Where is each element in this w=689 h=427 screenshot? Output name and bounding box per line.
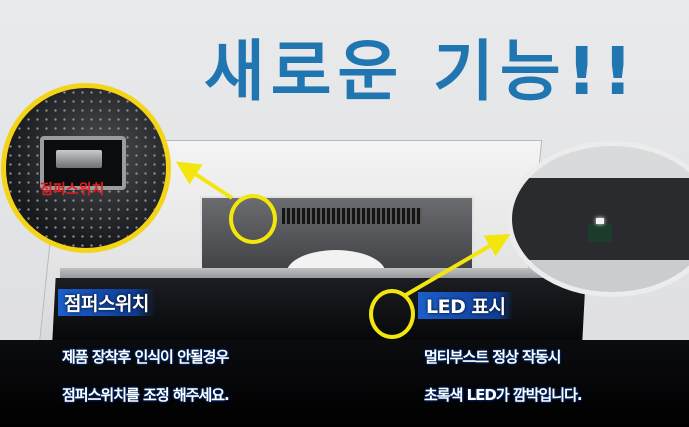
- switch-knob: [56, 150, 102, 168]
- jumper-switch-zoom-label: 점퍼스위치: [40, 182, 105, 198]
- led-housing: [588, 224, 612, 242]
- arrow-up-left-icon: [175, 161, 234, 200]
- jumper-switch-zoom: [1, 83, 171, 253]
- led-indicator-desc-line2: 초록색 LED가 깜박입니다.: [424, 386, 583, 404]
- led-indicator-heading: LED 표시: [418, 292, 514, 319]
- jumper-switch-desc-line2: 점퍼스위치를 조정 해주세요.: [62, 386, 230, 404]
- led-zoom: [507, 141, 689, 297]
- jumper-switch-desc-line1: 제품 장착후 인식이 안될경우: [62, 348, 229, 366]
- jumper-switch-heading: 점퍼스위치: [58, 289, 155, 316]
- led-highlight-ring: [369, 289, 415, 339]
- led-indicator-desc-line1: 멀티부스트 정상 작동시: [424, 348, 561, 366]
- led-icon: [596, 218, 604, 224]
- jumper-switch-highlight-ring: [229, 194, 277, 244]
- bottom-band: [0, 340, 689, 427]
- page-title: 새로운 기능!!: [204, 33, 639, 110]
- arrow-up-right-icon: [402, 233, 511, 298]
- sata-connector: [282, 208, 422, 224]
